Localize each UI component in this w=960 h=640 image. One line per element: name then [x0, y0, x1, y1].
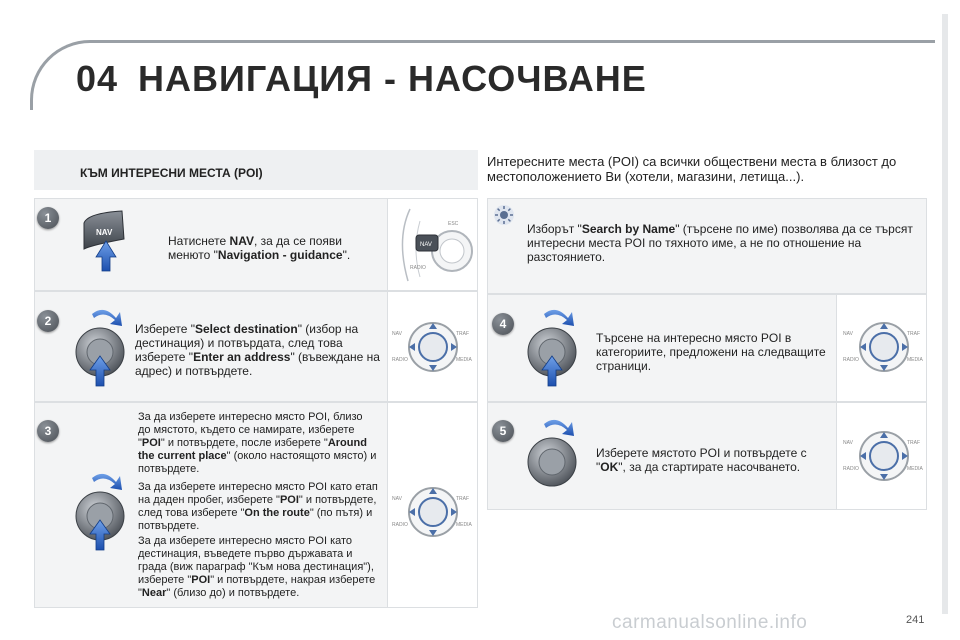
step-badge-2: 2: [37, 310, 59, 332]
step-3-text-b: За да изберете интересно място POI като …: [138, 481, 378, 532]
control-panel-icon: NAV TRAF RADIO MEDIA: [843, 322, 924, 372]
tip-text: Изборът "Search by Name" (търсене по име…: [527, 222, 913, 264]
step-badge-3: 3: [37, 420, 59, 442]
section-intro: Интересните места (POI) са всички общест…: [487, 154, 897, 184]
chapter-number: 04: [76, 58, 119, 99]
svg-text:ESC: ESC: [448, 221, 459, 227]
rotary-dial-push-icon: [75, 473, 125, 551]
svg-text:MEDIA: MEDIA: [456, 522, 473, 528]
watermark-footer: carmanualsonline.info: [612, 612, 808, 633]
svg-text:RADIO: RADIO: [843, 357, 859, 363]
step-3-text-c: За да изберете интересно място POI като …: [138, 535, 376, 599]
tip-panel: [487, 198, 927, 294]
section-title: КЪМ ИНТЕРЕСНИ МЕСТА (POI): [80, 166, 263, 180]
page-number: 241: [906, 614, 925, 626]
svg-text:RADIO: RADIO: [392, 522, 408, 528]
section-heading-box: [34, 150, 478, 190]
header-line: [260, 40, 935, 43]
step-badge-1: 1: [37, 207, 59, 229]
tip-sun-icon: [494, 205, 514, 225]
svg-text:NAV: NAV: [392, 496, 403, 502]
step-5-text: Изберете мястото POI и потвърдете с "OK"…: [596, 446, 807, 474]
svg-text:TRAF: TRAF: [907, 331, 920, 337]
svg-text:TRAF: TRAF: [456, 331, 469, 337]
svg-text:NAV: NAV: [420, 242, 432, 248]
svg-text:MEDIA: MEDIA: [456, 357, 473, 363]
svg-text:RADIO: RADIO: [410, 265, 426, 271]
step-1-text: Натиснете NAV, за да се появи менюто "Na…: [168, 234, 351, 262]
rotary-dial-push-icon: [75, 309, 125, 387]
svg-text:TRAF: TRAF: [456, 496, 469, 502]
svg-text:TRAF: TRAF: [907, 440, 920, 446]
rotary-dial-push-icon: [527, 309, 577, 387]
svg-text:MEDIA: MEDIA: [907, 357, 924, 363]
step-2-text: Изберете "Select destination" (избор на …: [135, 322, 380, 378]
step-4-text: Търсене на интересно място POI в категор…: [596, 331, 826, 373]
svg-text:NAV: NAV: [843, 331, 854, 337]
page-edge-rail: [942, 14, 948, 614]
svg-text:RADIO: RADIO: [392, 357, 408, 363]
nav-button-icon: NAV: [83, 210, 125, 272]
radio-nav-panel-icon: NAV ESC RADIO: [401, 208, 473, 282]
step-badge-5: 5: [492, 420, 514, 442]
svg-text:NAV: NAV: [843, 440, 854, 446]
svg-text:NAV: NAV: [392, 331, 403, 337]
rotary-dial-press-icon: [527, 419, 577, 487]
svg-text:MEDIA: MEDIA: [907, 466, 924, 472]
control-panel-icon: NAV TRAF RADIO MEDIA: [843, 431, 924, 481]
nav-label: NAV: [96, 228, 113, 237]
step-badge-4: 4: [492, 313, 514, 335]
control-panel-icon: NAV TRAF RADIO MEDIA: [392, 322, 473, 372]
step-3-text-a: За да изберете интересно място POI, близ…: [138, 411, 377, 475]
control-panel-icon: NAV TRAF RADIO MEDIA: [392, 487, 473, 537]
chapter-title: НАВИГАЦИЯ - НАСОЧВАНЕ: [138, 58, 647, 99]
svg-text:RADIO: RADIO: [843, 466, 859, 472]
